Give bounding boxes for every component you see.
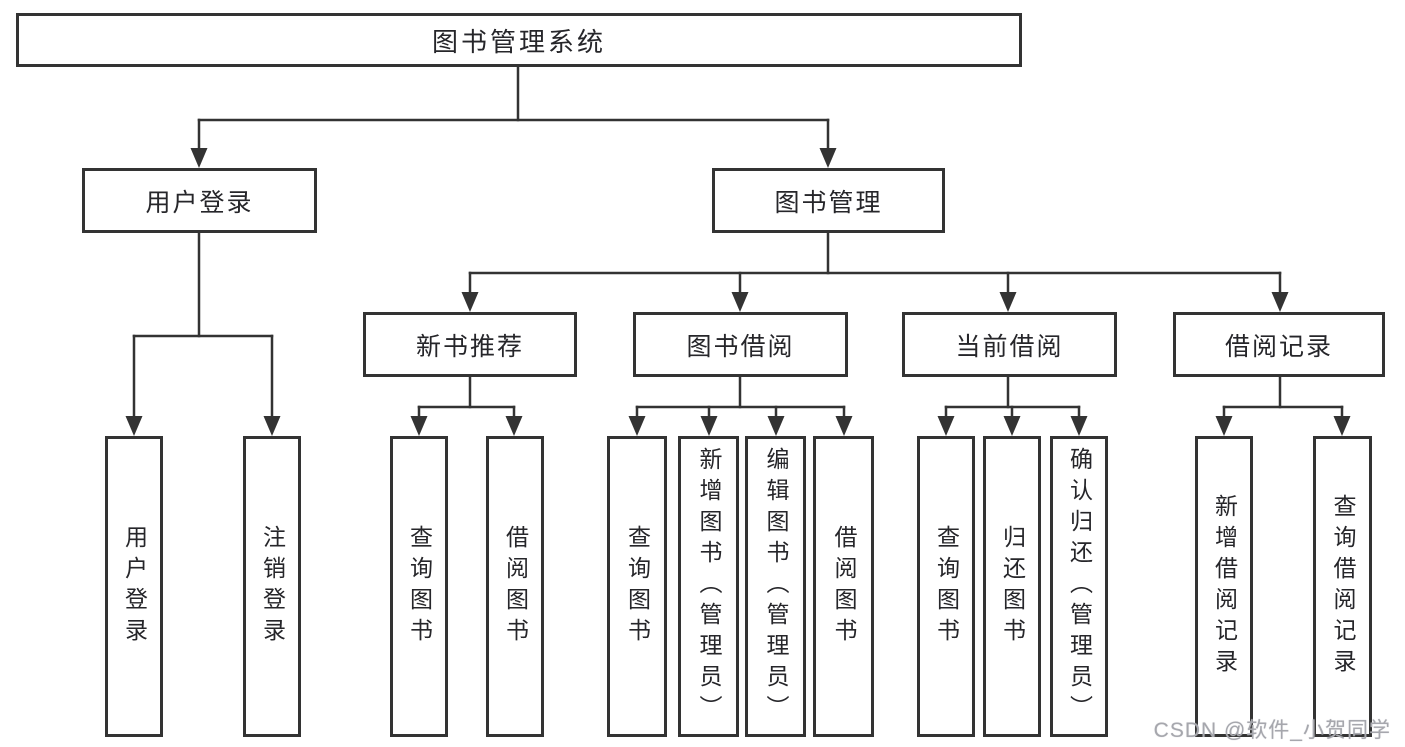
leaf-borrow-books-2: 借阅图书 <box>813 436 874 737</box>
leaf-query-books-recommend: 查询图书 <box>390 436 448 737</box>
leaf-add-borrow-record: 新增借阅记录 <box>1195 436 1253 737</box>
node-current-borrow: 当前借阅 <box>902 312 1117 377</box>
leaf-query-books-borrow: 查询图书 <box>607 436 667 737</box>
watermark: CSDN @软件_小贺同学 <box>1153 719 1391 742</box>
node-borrow-records: 借阅记录 <box>1173 312 1385 377</box>
leaf-logout: 注销登录 <box>243 436 301 737</box>
node-new-book-recommend: 新书推荐 <box>363 312 577 377</box>
leaf-edit-book-admin: 编辑图书（管理员） <box>745 436 806 737</box>
leaf-confirm-return-admin: 确认归还（管理员） <box>1050 436 1108 737</box>
leaf-return-book: 归还图书 <box>983 436 1041 737</box>
leaf-add-book-admin: 新增图书（管理员） <box>678 436 739 737</box>
leaf-query-borrow-record: 查询借阅记录 <box>1313 436 1372 737</box>
leaf-borrow-books-recommend: 借阅图书 <box>486 436 544 737</box>
node-book-borrow: 图书借阅 <box>633 312 848 377</box>
leaf-user-login: 用户登录 <box>105 436 163 737</box>
node-book-management: 图书管理 <box>712 168 945 233</box>
leaf-query-books-current: 查询图书 <box>917 436 975 737</box>
node-user-login: 用户登录 <box>82 168 317 233</box>
node-root: 图书管理系统 <box>16 13 1022 67</box>
